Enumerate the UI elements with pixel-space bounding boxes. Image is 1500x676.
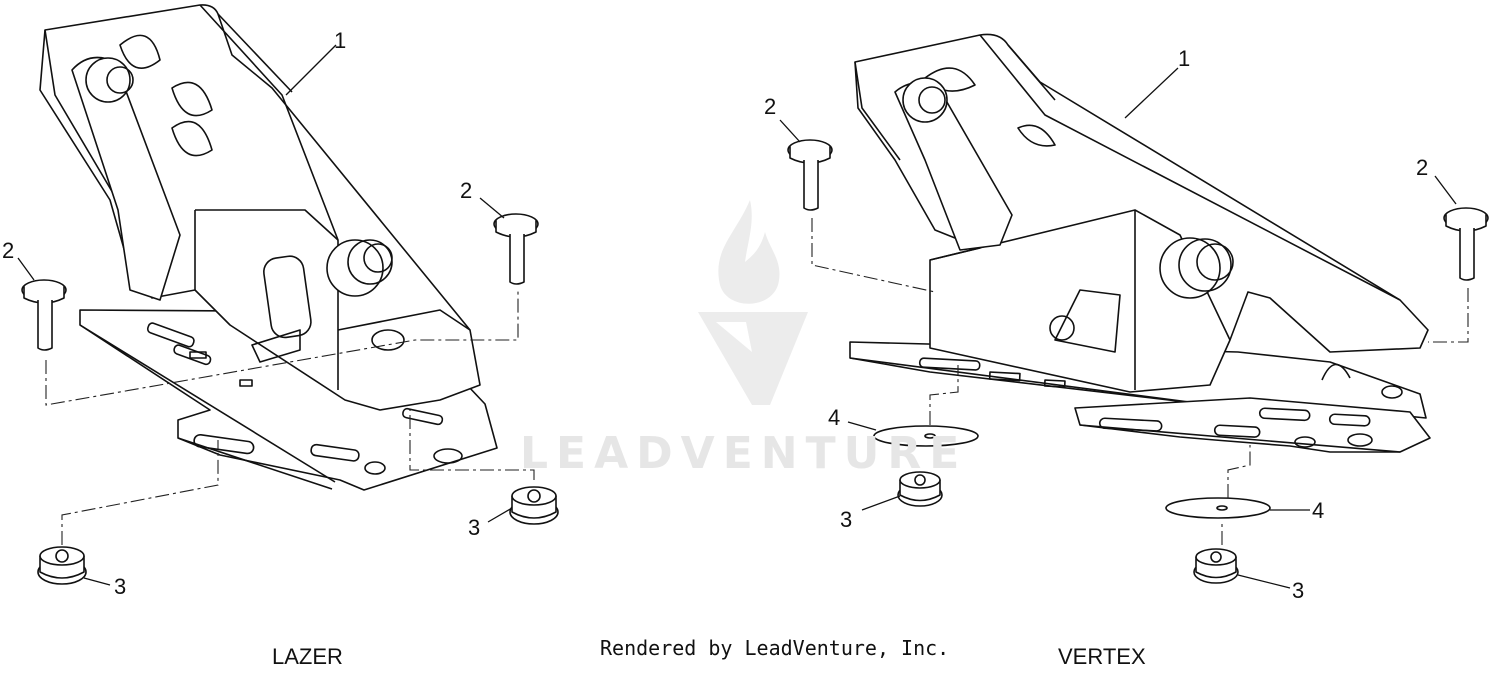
lazer-callout-2-left: 2 (2, 238, 14, 263)
vertex-callout-2-right: 2 (1416, 155, 1428, 180)
vertex-carriage-bolt-left (787, 139, 833, 211)
vertex-assembly (849, 33, 1431, 453)
lazer-carriage-bolt-left (21, 279, 67, 351)
vertex-carriage-bolt-right (1443, 207, 1489, 281)
vertex-title: VERTEX (1058, 644, 1146, 669)
lazer-callout-2-right: 2 (460, 178, 472, 203)
lazer-flange-nut-right (509, 486, 559, 525)
vertex-washer-left (873, 425, 979, 447)
vertex-callout-4-right: 4 (1312, 498, 1324, 523)
lazer-title: LAZER (272, 644, 343, 669)
vertex-flange-nut-right (1193, 548, 1239, 584)
lazer-callouts: 1 2 2 3 3 (2, 28, 513, 599)
vertex-flange-nut-left (897, 471, 943, 507)
vertex-callout-4-left: 4 (828, 405, 840, 430)
lazer-callout-1: 1 (334, 28, 346, 53)
vertex-callout-2-left: 2 (764, 94, 776, 119)
vertex-callout-1: 1 (1178, 46, 1190, 71)
lazer-flange-nut-left (37, 546, 87, 585)
render-credit: Rendered by LeadVenture, Inc. (600, 636, 950, 660)
watermark-text: LEADVENTURE (520, 428, 968, 479)
vertex-callout-3-right: 3 (1292, 578, 1304, 603)
vertex-lower-plate (1074, 397, 1431, 453)
lazer-carriage-bolt-right (493, 213, 539, 285)
lazer-callout-3-right: 3 (468, 515, 480, 540)
vertex-callouts: 1 2 2 4 4 3 3 (764, 46, 1457, 603)
watermark-logo (698, 200, 808, 405)
vertex-washer-right (1165, 497, 1271, 519)
lazer-assembly (39, 4, 498, 491)
vertex-callout-3-left: 3 (840, 507, 852, 532)
lazer-callout-3-left: 3 (114, 574, 126, 599)
